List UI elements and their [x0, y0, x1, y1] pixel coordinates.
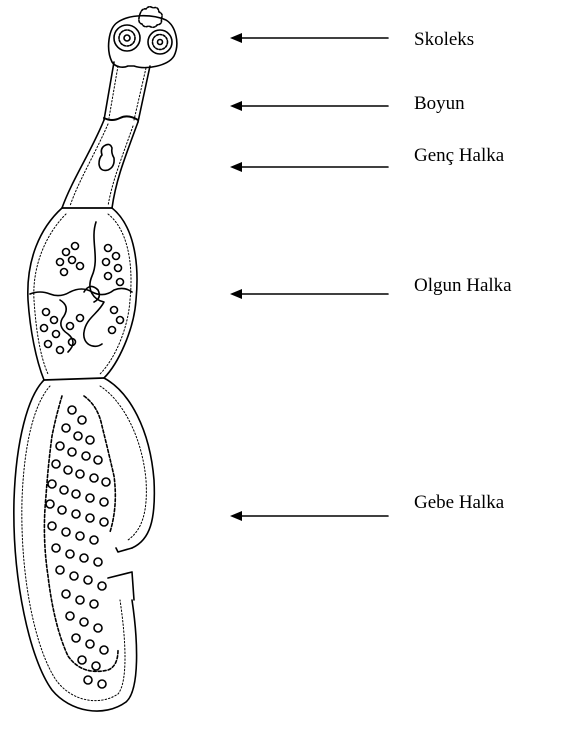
label-immature-segment: Genç Halka: [414, 145, 504, 167]
arrow-neck: [230, 101, 388, 111]
neck: [104, 62, 150, 122]
arrow-mature: [230, 289, 388, 299]
mature-segment: [28, 208, 137, 380]
label-mature-segment: Olgun Halka: [414, 275, 512, 297]
label-neck: Boyun: [414, 93, 465, 115]
immature-segment: [62, 120, 138, 208]
arrow-immature: [230, 162, 388, 172]
scolex: [109, 7, 177, 68]
gravid-segment: [14, 378, 155, 711]
arrow-gravid: [230, 511, 388, 521]
label-arrows: [230, 33, 388, 521]
arrow-scolex: [230, 33, 388, 43]
label-scolex: Skoleks: [414, 29, 474, 51]
label-gravid-segment: Gebe Halka: [414, 492, 504, 514]
